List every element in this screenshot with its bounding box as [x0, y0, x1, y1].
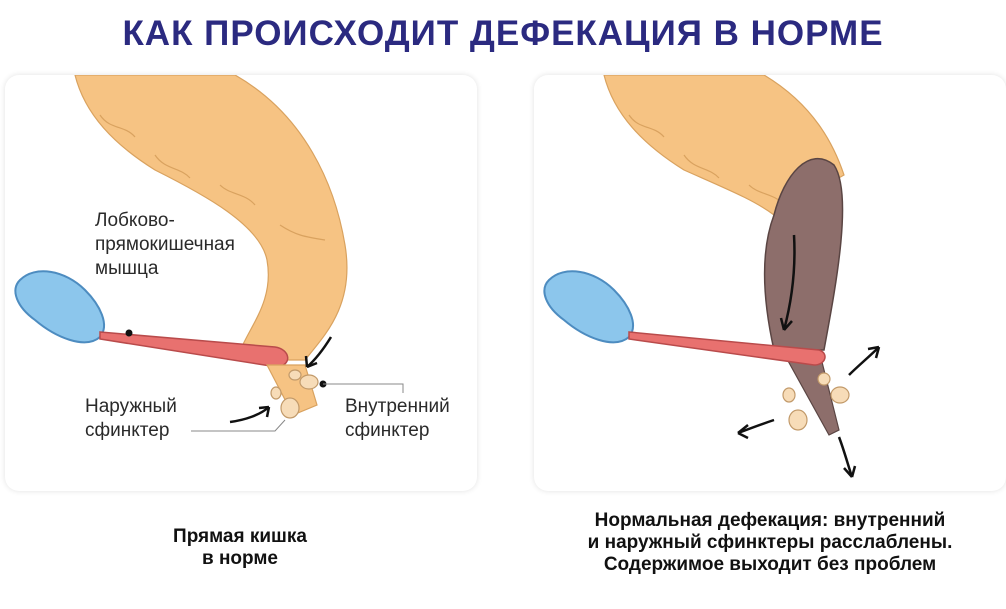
defecation-illustration	[543, 75, 881, 478]
colon-shape	[603, 75, 845, 216]
internal-sphincter-shape	[299, 374, 319, 390]
label-internal-sphincter: Внутренний сфинктер	[345, 396, 450, 441]
caption-normal-defecation: Нормальная дефекация: внутренний и наруж…	[587, 510, 953, 575]
external-sphincter-shape	[280, 397, 300, 419]
colon-shape	[74, 75, 348, 361]
bladder-shape	[14, 270, 105, 344]
page-title: КАК ПРОИСХОДИТ ДЕФЕКАЦИЯ В НОРМЕ	[122, 14, 884, 53]
panel-normal-rectum: Лобково- прямокишечная мышца Наружный сф…	[5, 75, 477, 491]
bladder-shape	[543, 270, 634, 344]
rectum-normal-illustration	[14, 75, 404, 432]
colon-haustra	[99, 114, 326, 241]
puborectal-muscle	[628, 331, 826, 366]
label-external-sphincter: Наружный сфинктер	[85, 396, 177, 441]
caption-normal-rectum: Прямая кишка в норме	[173, 526, 307, 569]
label-puborectal-muscle: Лобково- прямокишечная мышца	[95, 210, 235, 279]
stool-rectum	[763, 158, 844, 351]
panel-normal-defecation	[534, 75, 1006, 491]
